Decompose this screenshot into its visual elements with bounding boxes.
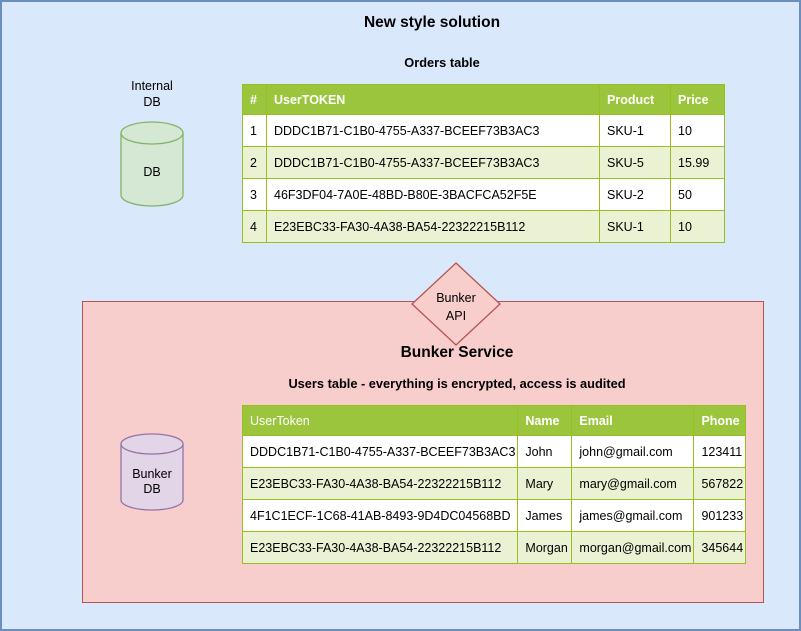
users-cell: morgan@gmail.com [571,531,695,564]
internal-db-label-line1: Internal [131,79,173,93]
orders-cell: SKU-1 [599,210,671,243]
users-cell: John [517,435,573,468]
orders-cell: DDDC1B71-C1B0-4755-A337-BCEEF73B3AC3 [266,114,600,147]
table-row: 2 DDDC1B71-C1B0-4755-A337-BCEEF73B3AC3 S… [242,146,725,179]
orders-col-header-product: Product [599,84,671,115]
users-cell: 567822 [693,467,747,500]
table-row: 4 E23EBC33-FA30-4A38-BA54-22322215B112 S… [242,210,725,243]
users-col-header-name: Name [517,405,573,436]
bunker-service-title: Bunker Service [400,344,514,361]
users-cell: DDDC1B71-C1B0-4755-A337-BCEEF73B3AC3 [241,435,519,468]
users-cell: Morgan [517,531,573,564]
orders-cell: 2 [242,146,267,179]
internal-db-cylinder-icon: DB [120,121,184,207]
table-row: 3 46F3DF04-7A0E-48BD-B80E-3BACFCA52F5E S… [242,178,725,211]
internal-db-label: Internal DB [102,78,202,110]
bunker-api-diamond: Bunker API [411,262,501,346]
bunker-db-cylinder-icon: Bunker DB [120,433,184,511]
table-row: 1 DDDC1B71-C1B0-4755-A337-BCEEF73B3AC3 S… [242,114,725,147]
users-cell: 345644 [693,531,747,564]
orders-cell: E23EBC33-FA30-4A38-BA54-22322215B112 [266,210,600,243]
bunker-db-cylinder-label-line2: DB [143,482,160,496]
bunker-db-cylinder-label-line1: Bunker [132,467,172,481]
table-row: E23EBC33-FA30-4A38-BA54-22322215B112 Mor… [241,531,747,564]
table-row: DDDC1B71-C1B0-4755-A337-BCEEF73B3AC3 Joh… [241,435,747,468]
orders-cell: 10 [670,210,725,243]
orders-header-row: # UserTOKEN Product Price [242,84,725,115]
orders-cell: 50 [670,178,725,211]
orders-cell: 15.99 [670,146,725,179]
users-cell: James [517,499,573,532]
orders-col-header-number: # [242,84,267,115]
orders-col-header-usertoken: UserTOKEN [266,84,600,115]
users-header-row: UserToken Name Email Phone [241,405,747,436]
users-table: UserToken Name Email Phone DDDC1B71-C1B0… [241,405,747,564]
orders-col-header-price: Price [670,84,725,115]
users-cell: mary@gmail.com [571,467,695,500]
bunker-api-label-line1: Bunker [436,291,476,305]
users-table-label: Users table - everything is encrypted, a… [288,376,626,391]
orders-cell: 1 [242,114,267,147]
orders-cell: 10 [670,114,725,147]
orders-cell: 4 [242,210,267,243]
users-cell: 901233 [693,499,747,532]
users-col-header-usertoken: UserToken [241,405,519,436]
users-cell: 123411 [693,435,747,468]
orders-cell: 46F3DF04-7A0E-48BD-B80E-3BACFCA52F5E [266,178,600,211]
users-col-header-phone: Phone [693,405,747,436]
internal-db-label-line2: DB [143,95,161,109]
page-title: New style solution [363,14,501,31]
orders-cell: SKU-1 [599,114,671,147]
users-cell: james@gmail.com [571,499,695,532]
users-cell: john@gmail.com [571,435,695,468]
users-cell: Mary [517,467,573,500]
users-col-header-email: Email [571,405,695,436]
users-cell: E23EBC33-FA30-4A38-BA54-22322215B112 [241,467,519,500]
users-cell: E23EBC33-FA30-4A38-BA54-22322215B112 [241,531,519,564]
table-row: 4F1C1ECF-1C68-41AB-8493-9D4DC04568BD Jam… [241,499,747,532]
orders-table: # UserTOKEN Product Price 1 DDDC1B71-C1B… [242,84,725,243]
orders-table-label: Orders table [404,55,480,70]
orders-cell: SKU-2 [599,178,671,211]
bunker-api-label-line2: API [446,309,466,323]
users-cell: 4F1C1ECF-1C68-41AB-8493-9D4DC04568BD [241,499,519,532]
orders-cell: SKU-5 [599,146,671,179]
internal-db-cylinder-label: DB [143,165,160,179]
orders-cell: DDDC1B71-C1B0-4755-A337-BCEEF73B3AC3 [266,146,600,179]
orders-cell: 3 [242,178,267,211]
table-row: E23EBC33-FA30-4A38-BA54-22322215B112 Mar… [241,467,747,500]
